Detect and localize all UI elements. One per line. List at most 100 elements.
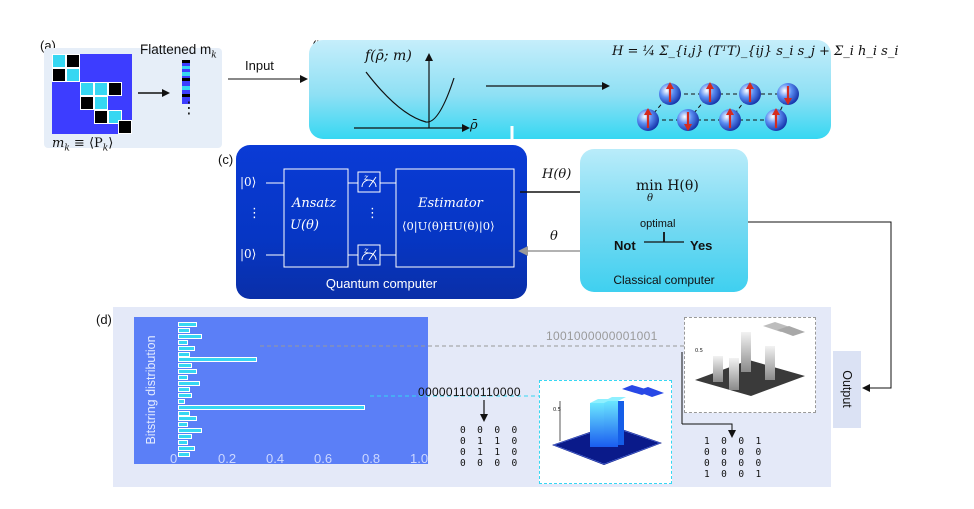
heatmap-cell — [94, 82, 108, 96]
bitstring-gray: 1001000000001001 — [546, 329, 658, 343]
bar3d-cyan-tick: 0.5 — [553, 407, 561, 413]
arrow-to-matrix-right — [682, 423, 736, 438]
matrix-right-row: 1 0 0 1 — [704, 436, 762, 447]
matrix-right-row: 1 0 0 1 — [704, 469, 762, 480]
output-box — [833, 351, 861, 428]
histogram-bar — [178, 440, 188, 445]
not-label: Not — [614, 238, 636, 253]
histogram-bar — [178, 451, 190, 457]
optimal-label: optimal — [640, 218, 676, 230]
spin-site — [659, 82, 681, 105]
meter-top-z: z — [364, 173, 369, 182]
histogram-bar — [178, 428, 202, 434]
spin-site — [719, 108, 741, 131]
heatmap-cell — [66, 54, 80, 68]
heatmap-cell — [94, 110, 108, 124]
h-theta-label: H(θ) — [542, 167, 572, 182]
matrix-left-row: 0 0 0 0 — [460, 458, 518, 469]
histogram-bar — [178, 392, 193, 398]
mk-definition: mk ≡ ⟨Pk⟩ — [52, 136, 114, 154]
heatmap-cell — [80, 96, 94, 110]
qubit-vdots: ⋮ — [248, 206, 261, 221]
spin-lattice — [637, 82, 799, 131]
input-label: Input — [245, 58, 274, 73]
vector-cell — [182, 60, 190, 63]
minimization-subscript: θ — [647, 193, 654, 204]
connector-to-output — [748, 221, 892, 392]
connector-gray-vertical — [681, 352, 683, 424]
heatmap-cell — [52, 54, 66, 68]
heatmap-cell — [108, 82, 122, 96]
histogram-x-tick: 0.2 — [218, 451, 237, 466]
flattened-vector — [182, 60, 190, 104]
vector-cell — [182, 72, 190, 76]
bar3d-gray: 0.5 — [695, 322, 805, 396]
hamiltonian-formula: H = ¼ Σ_{i,j} (TᵀT)_{ij} s_i s_j + Σ_i h… — [612, 44, 899, 59]
histogram-bar — [178, 322, 198, 327]
matrix-right: 1 0 0 1 0 0 0 0 0 0 0 0 1 0 0 1 — [704, 436, 761, 480]
histogram-bar — [178, 445, 195, 451]
histogram-bar — [178, 369, 198, 375]
heatmap-cell — [52, 68, 66, 82]
bitstring-black: 000001100110000 — [418, 385, 521, 399]
flattened-label: Flattened mk — [140, 42, 217, 61]
histogram-bar — [178, 345, 195, 351]
classical-computer-panel — [580, 149, 748, 292]
histogram-bar — [178, 339, 188, 345]
bar3d-gray-tick: 0.5 — [695, 348, 703, 354]
spin-site — [739, 82, 761, 105]
spin-site — [777, 83, 799, 105]
f-label: f(ρ̄; m) — [365, 48, 412, 64]
spin-site — [765, 108, 787, 131]
histogram-bar — [178, 333, 202, 339]
histogram-x-tick: 1.0 — [410, 451, 429, 466]
histogram-bar — [178, 404, 366, 410]
histogram-bar — [178, 434, 193, 440]
ket-zero-top: |0⟩ — [240, 175, 257, 189]
dashed-guides — [260, 345, 685, 397]
histogram-ylabel: Bitstring distribution — [144, 335, 158, 445]
ansatz-title: Ansatz — [292, 196, 337, 211]
histogram-x-tick: 0.8 — [362, 451, 381, 466]
decision-switch — [644, 232, 684, 243]
vector-cell — [182, 66, 190, 69]
arrow-input — [228, 75, 308, 83]
histogram-x-tick: 0 — [170, 451, 178, 466]
matrix-right-row: 0 0 0 0 — [704, 447, 762, 458]
meter-bottom-z: z — [364, 246, 369, 255]
histogram-bar — [178, 375, 188, 381]
estimator-expression: ⟨0|U(θ)HU(θ)|0⟩ — [402, 219, 495, 233]
ket-zero-bottom: |0⟩ — [240, 247, 257, 261]
histogram-bar — [178, 357, 258, 363]
histogram-bar — [178, 351, 190, 357]
rho-label: ρ̄ — [470, 118, 478, 133]
panel-label-c: (c) — [218, 152, 234, 167]
classical-computer-caption: Classical computer — [613, 273, 715, 287]
histogram-x-tick: 0.6 — [314, 451, 333, 466]
heatmap-cell — [80, 82, 94, 96]
panel-label-d: (d) — [96, 312, 112, 327]
landscape-plot — [354, 53, 470, 132]
spin-site — [699, 82, 721, 105]
histogram-bar — [178, 422, 188, 428]
quantum-computer-caption: Quantum computer — [325, 276, 438, 291]
quantum-circuit — [266, 168, 515, 268]
bar3d-cyan: 0.5 — [552, 385, 664, 465]
matrix-left: 0 0 0 0 0 1 1 0 0 1 1 0 0 0 0 0 — [460, 425, 517, 469]
landscape-curve — [365, 71, 455, 123]
vector-dots: ⋮ — [181, 98, 197, 117]
histogram-bar — [178, 416, 198, 422]
matrix-left-row: 0 1 1 0 — [460, 436, 518, 447]
matrix-left-row: 0 0 0 0 — [460, 425, 518, 436]
heatmap-cell — [118, 120, 132, 134]
heatmap-cell — [66, 68, 80, 82]
spin-site — [677, 109, 699, 131]
histogram-bar — [178, 363, 193, 369]
vector-cell — [182, 94, 190, 97]
meter-vdots: ⋮ — [366, 206, 379, 221]
arrow-to-hamiltonian — [486, 82, 610, 90]
output-label: Output — [840, 370, 854, 408]
histogram-x-tick: 0.4 — [266, 451, 285, 466]
spin-site — [637, 108, 659, 131]
